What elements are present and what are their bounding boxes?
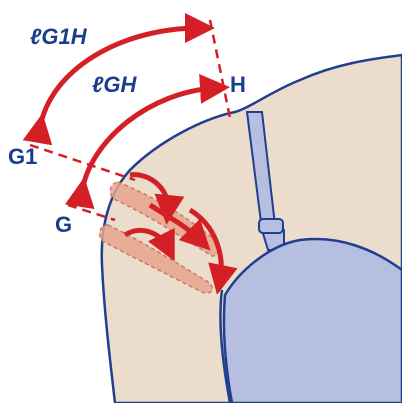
dashed-line-g1: [30, 145, 135, 180]
label-l-gh: ℓGH: [92, 72, 137, 97]
label-point-h: H: [230, 72, 246, 97]
dashed-line-h: [210, 20, 230, 118]
label-point-g: G: [55, 212, 72, 237]
strap-buckle: [259, 219, 283, 233]
bra-cup: [224, 239, 402, 403]
label-point-g1: G1: [8, 144, 37, 169]
label-l-g1h: ℓG1H: [30, 24, 88, 49]
